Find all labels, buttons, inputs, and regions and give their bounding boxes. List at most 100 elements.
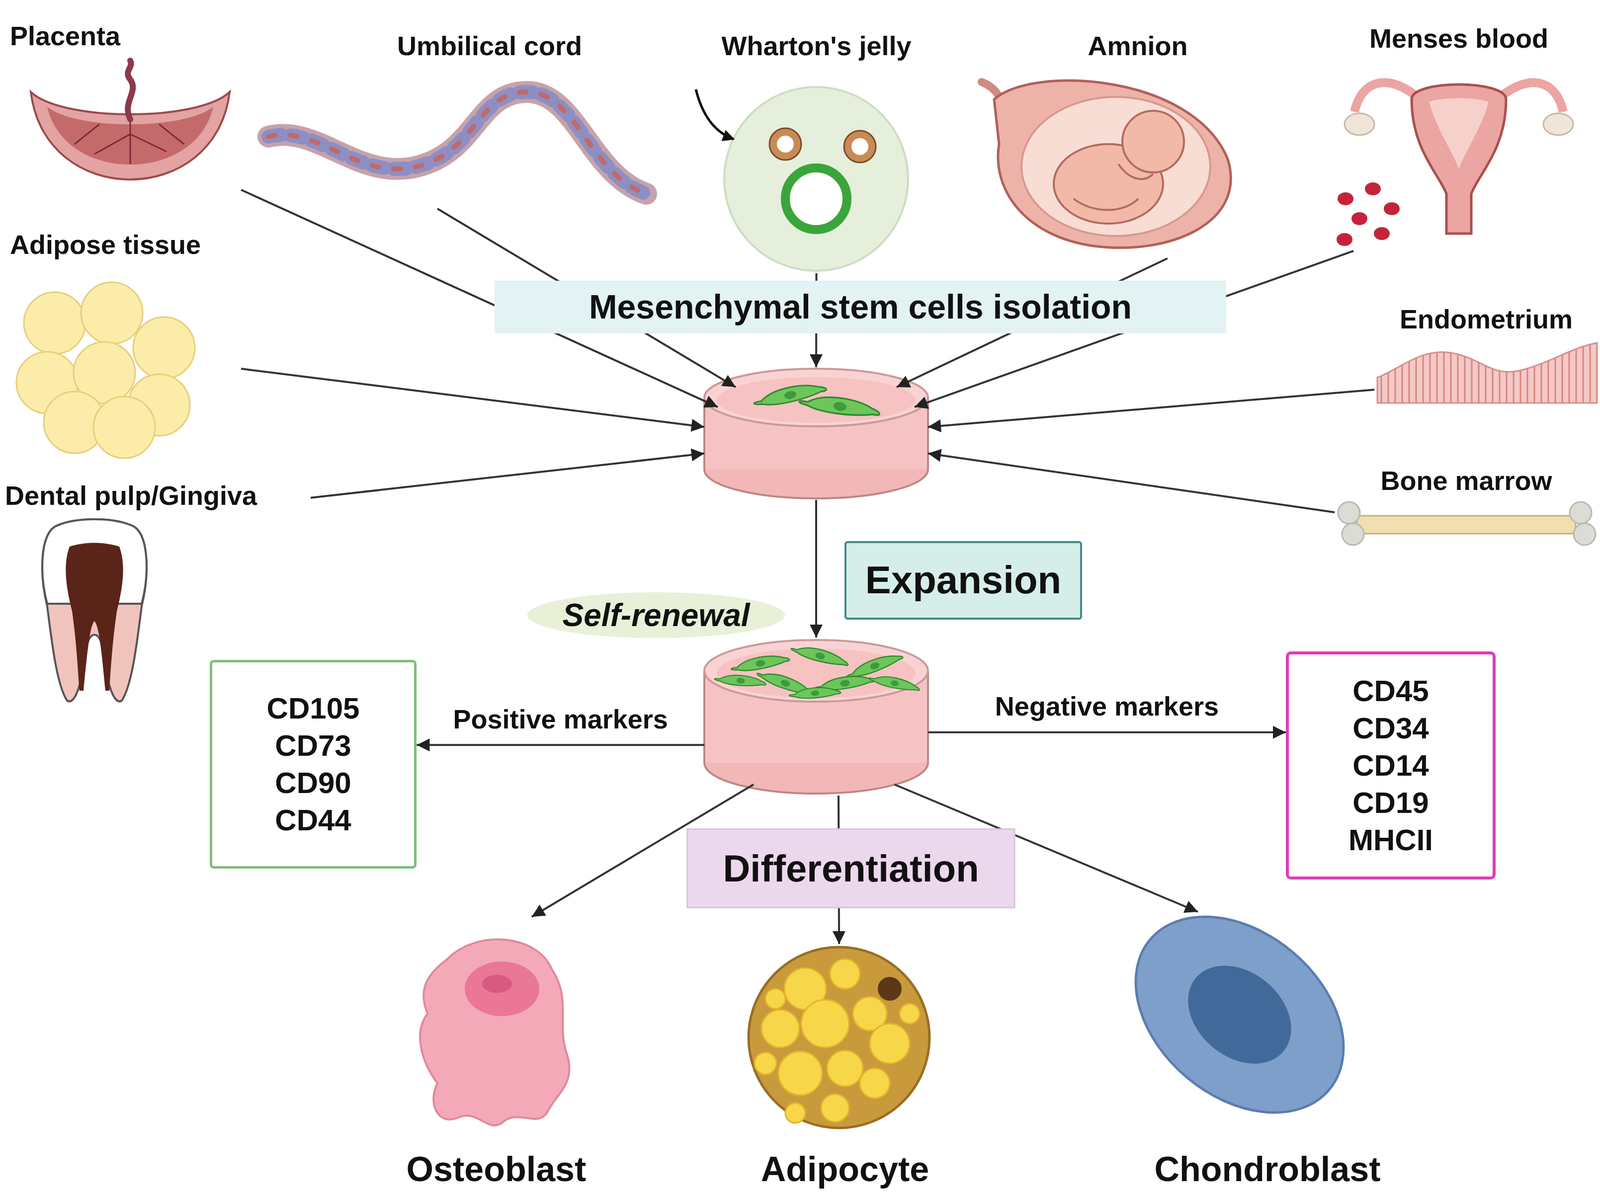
chondroblast-cell [1168, 945, 1311, 1085]
osteoblast-cell [420, 939, 570, 1126]
connector-arrow [815, 500, 818, 638]
diff-panel: Differentiation [686, 828, 1015, 909]
adipocyte-cell [821, 1094, 849, 1123]
cell-label: Adipocyte [760, 1148, 929, 1191]
source-tissue: Wharton's jelly [690, 29, 942, 274]
menses-blood-illustration [1336, 233, 1353, 247]
tooth-illustration [42, 519, 147, 702]
source-tissue: Umbilical cord [258, 29, 657, 209]
culture-dish [704, 368, 928, 427]
marker-name: CD44 [266, 801, 360, 840]
osteoblast-cell [420, 939, 570, 1126]
connector-arrow [416, 744, 705, 747]
tooth-illustration [42, 519, 147, 702]
osteoblast-cell [482, 975, 512, 994]
source-tissue: Endometrium [1374, 303, 1599, 406]
amnion-illustration [994, 80, 1231, 248]
edge-label-patch: Positive markers [450, 703, 672, 736]
edge-label: Positive markers [453, 703, 669, 736]
bone-illustration [1569, 502, 1592, 524]
band-panel: Mesenchymal stem cells isolation [494, 280, 1227, 334]
bone-illustration [1342, 523, 1364, 546]
culture-dish [788, 686, 842, 701]
cell-type: Adipocyte [735, 944, 955, 1191]
connector-arrow [310, 453, 705, 499]
menses-blood-illustration [1336, 82, 1574, 247]
amnion-illustration [981, 80, 1231, 248]
connector-arrow [927, 731, 1286, 734]
adipocyte-cell [761, 1010, 800, 1048]
source-label: Amnion [1088, 29, 1188, 63]
step-ellipse: Self-renewal [527, 592, 785, 639]
whartons-jelly-illustration [724, 86, 909, 271]
adipocyte-cell [877, 977, 902, 1002]
whartons-jelly-illustration [776, 135, 794, 153]
source-label: Bone marrow [1380, 464, 1552, 498]
menses-blood-illustration [1411, 84, 1507, 234]
adipocyte-cell [765, 989, 786, 1010]
amnion-illustration [1021, 96, 1211, 237]
culture-dish-node: Differentiation [704, 637, 928, 796]
marker-name: MHCII [1348, 821, 1433, 859]
culture-dish [789, 642, 850, 669]
marker-name: CD14 [1348, 747, 1433, 785]
adipocyte-cell [859, 1068, 890, 1099]
marker-name: CD90 [266, 764, 360, 802]
source-tissue: Bone marrow [1334, 464, 1599, 545]
culture-dish [714, 673, 767, 688]
placenta-illustration [74, 119, 184, 165]
umbilical-cord-illustration [268, 91, 647, 194]
bone-illustration [1573, 523, 1596, 546]
menses-blood-illustration [1373, 227, 1390, 241]
amnion-illustration [1122, 110, 1184, 173]
whartons-jelly-illustration [851, 138, 869, 156]
bone-illustration [1356, 515, 1576, 534]
chondroblast-cell [1097, 877, 1382, 1154]
marker-name: CD105 [266, 689, 360, 728]
bone-illustration [1338, 502, 1360, 524]
adipose-tissue-illustration [93, 396, 156, 459]
marker-name: CD19 [1348, 784, 1433, 822]
whartons-jelly-illustration [843, 130, 876, 163]
culture-dish [704, 640, 928, 794]
step-box: Expansion [844, 541, 1083, 620]
placenta-illustration [127, 60, 133, 120]
whartons-jelly-illustration [695, 89, 734, 140]
adipocyte-cell [778, 1051, 823, 1096]
culture-dish-node: Mesenchymal stem cells isolation [704, 367, 928, 501]
marker-name: CD45 [1348, 672, 1433, 710]
menses-blood-illustration [1383, 202, 1400, 216]
source-label: Dental pulp/Gingiva [4, 479, 257, 512]
umbilical-cord-illustration [268, 91, 647, 194]
marker-name: CD73 [266, 727, 360, 765]
source-label: Placenta [9, 19, 121, 53]
menses-blood-illustration [1336, 182, 1400, 247]
adipocyte-cell [754, 1052, 777, 1075]
adipose-tissue-illustration [133, 317, 195, 379]
endometrium-illustration [1377, 342, 1598, 404]
menses-blood-illustration [1351, 212, 1368, 226]
umbilical-cord-illustration [268, 91, 647, 194]
cell-type: Chondroblast [1128, 912, 1407, 1191]
source-tissue: Menses blood [1327, 22, 1591, 252]
bone-illustration [1338, 502, 1596, 546]
source-tissue: Placenta [7, 19, 242, 199]
culture-dish [868, 672, 922, 694]
amnion-illustration [1073, 164, 1154, 211]
umbilical-cord-illustration [268, 91, 647, 194]
source-label: Wharton's jelly [721, 29, 912, 63]
endometrium-illustration [1377, 342, 1598, 404]
adipocyte-cell [748, 947, 930, 1129]
step-heading: Mesenchymal stem cells isolation [589, 286, 1132, 328]
source-label: Endometrium [1399, 303, 1573, 336]
cell-type: Osteoblast [407, 917, 586, 1191]
edge-label: Negative markers [995, 690, 1219, 723]
tooth-illustration [65, 543, 123, 692]
adipocyte-cell [748, 947, 930, 1129]
culture-dish [704, 640, 928, 702]
connector-arrow [927, 453, 1335, 513]
adipose-tissue-illustration [81, 282, 143, 344]
adipocyte-cell [899, 1004, 920, 1024]
connector-arrow [241, 368, 705, 427]
adipocyte-cell [754, 959, 920, 1124]
